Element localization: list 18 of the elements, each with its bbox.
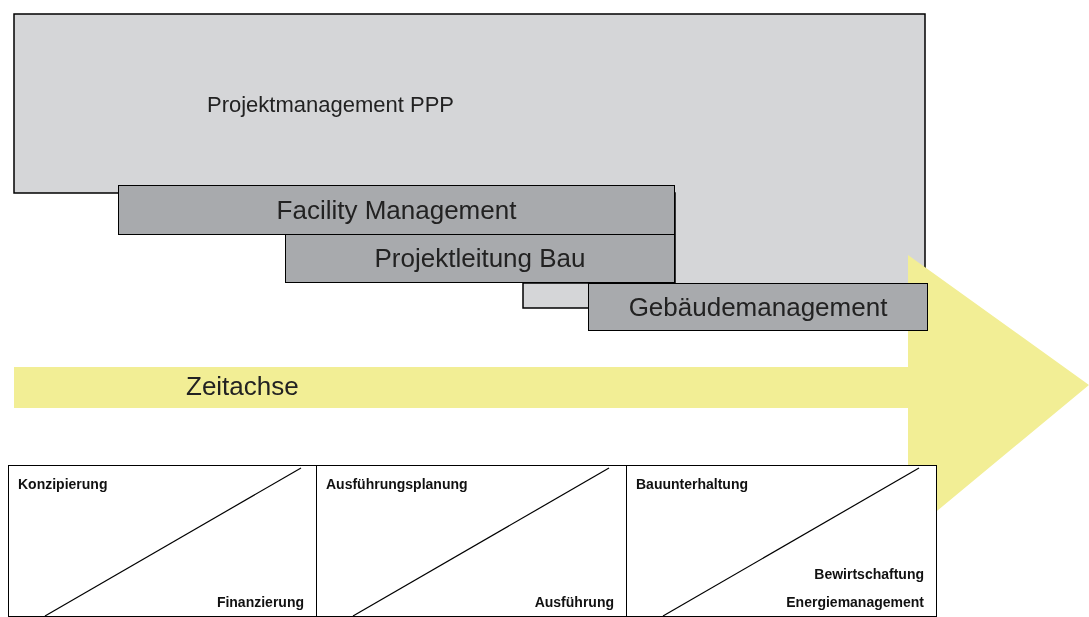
process-box <box>588 283 928 331</box>
process-box <box>118 185 675 235</box>
table-cell <box>316 465 627 617</box>
cell-text: Ausführungsplanung <box>326 476 468 492</box>
box-label: Projektleitung Bau <box>374 243 586 274</box>
cell-text: Ausführung <box>534 594 614 610</box>
table-cell <box>8 465 317 617</box>
cell-text: Bewirtschaftung <box>814 566 924 582</box>
panel-title: Projektmanagement PPP <box>207 92 455 118</box>
arrow-label: Zeitachse <box>186 371 299 402</box>
box-label: Gebäudemanagement <box>628 291 888 323</box>
cell-text: Bauunterhaltung <box>636 476 748 492</box>
cell-text: Energiemanagement <box>786 594 924 610</box>
table-cell <box>626 465 937 617</box>
box-label: Facility Management <box>276 194 517 226</box>
cell-text: Finanzierung <box>216 594 304 610</box>
cell-text: Konzipierung <box>18 476 108 492</box>
process-box <box>285 234 675 283</box>
